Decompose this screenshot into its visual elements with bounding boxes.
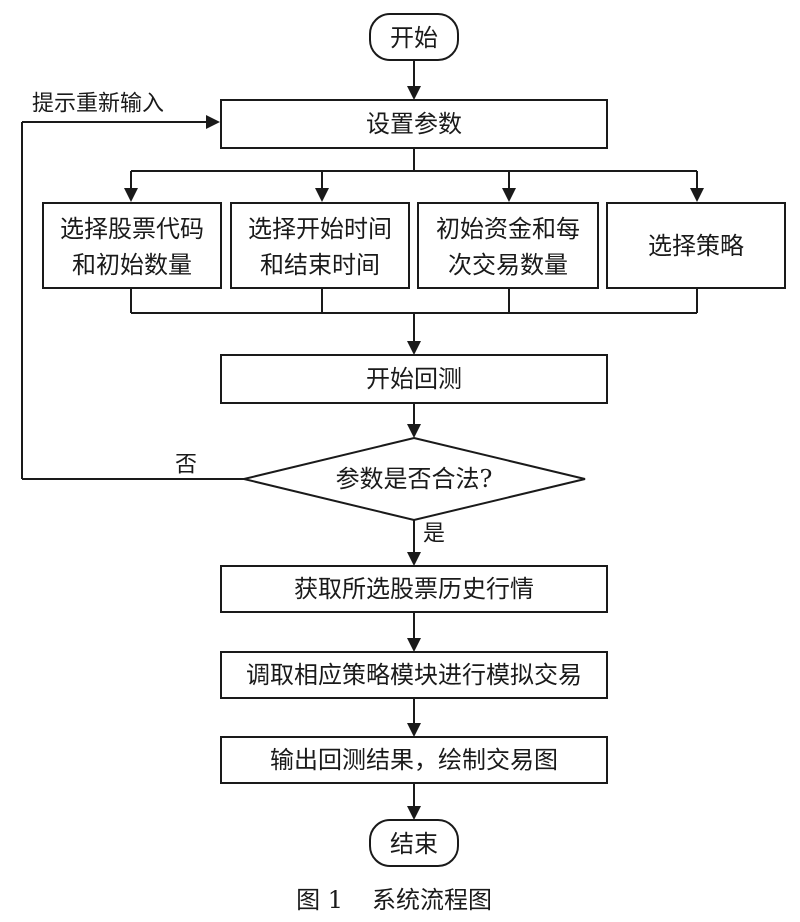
option-time-range-line1: 选择开始时间: [248, 215, 392, 243]
simulate-box: 调取相应策略模块进行模拟交易: [220, 651, 608, 699]
end-label: 结束: [390, 830, 438, 858]
figure-caption: 图 1 系统流程图: [296, 886, 492, 914]
caption-title: 系统流程图: [372, 886, 492, 914]
simulate-label: 调取相应策略模块进行模拟交易: [246, 661, 582, 689]
get-history-box: 获取所选股票历史行情: [220, 565, 608, 613]
option-capital-line2: 次交易数量: [448, 251, 568, 279]
set-params-label: 设置参数: [366, 110, 462, 138]
set-params-box: 设置参数: [220, 99, 608, 149]
decision-label: 参数是否合法?: [336, 465, 493, 493]
option-strategy-box: 选择策略: [606, 202, 786, 289]
output-box: 输出回测结果，绘制交易图: [220, 736, 608, 784]
option-capital-line1: 初始资金和每: [436, 215, 580, 243]
option-stock-code-box: 选择股票代码 和初始数量: [42, 202, 222, 289]
start-label: 开始: [390, 24, 438, 52]
option-stock-code-line2: 和初始数量: [72, 251, 192, 279]
option-time-range-line2: 和结束时间: [260, 251, 380, 279]
output-label: 输出回测结果，绘制交易图: [270, 746, 558, 774]
start-terminal: 开始: [369, 13, 459, 61]
prompt-reenter-label: 提示重新输入: [32, 92, 164, 117]
get-history-label: 获取所选股票历史行情: [294, 575, 534, 603]
start-backtest-box: 开始回测: [220, 354, 608, 404]
end-terminal: 结束: [369, 819, 459, 867]
option-stock-code-line1: 选择股票代码: [60, 215, 204, 243]
connectors: [21, 60, 704, 820]
decision-diamond: 参数是否合法?: [243, 436, 586, 522]
option-time-range-box: 选择开始时间 和结束时间: [230, 202, 410, 289]
option-capital-box: 初始资金和每 次交易数量: [417, 202, 599, 289]
caption-number: 图 1: [296, 886, 343, 914]
no-label: 否: [175, 453, 197, 478]
option-strategy-label: 选择策略: [648, 232, 744, 260]
yes-label: 是: [423, 522, 445, 547]
start-backtest-label: 开始回测: [366, 365, 462, 393]
